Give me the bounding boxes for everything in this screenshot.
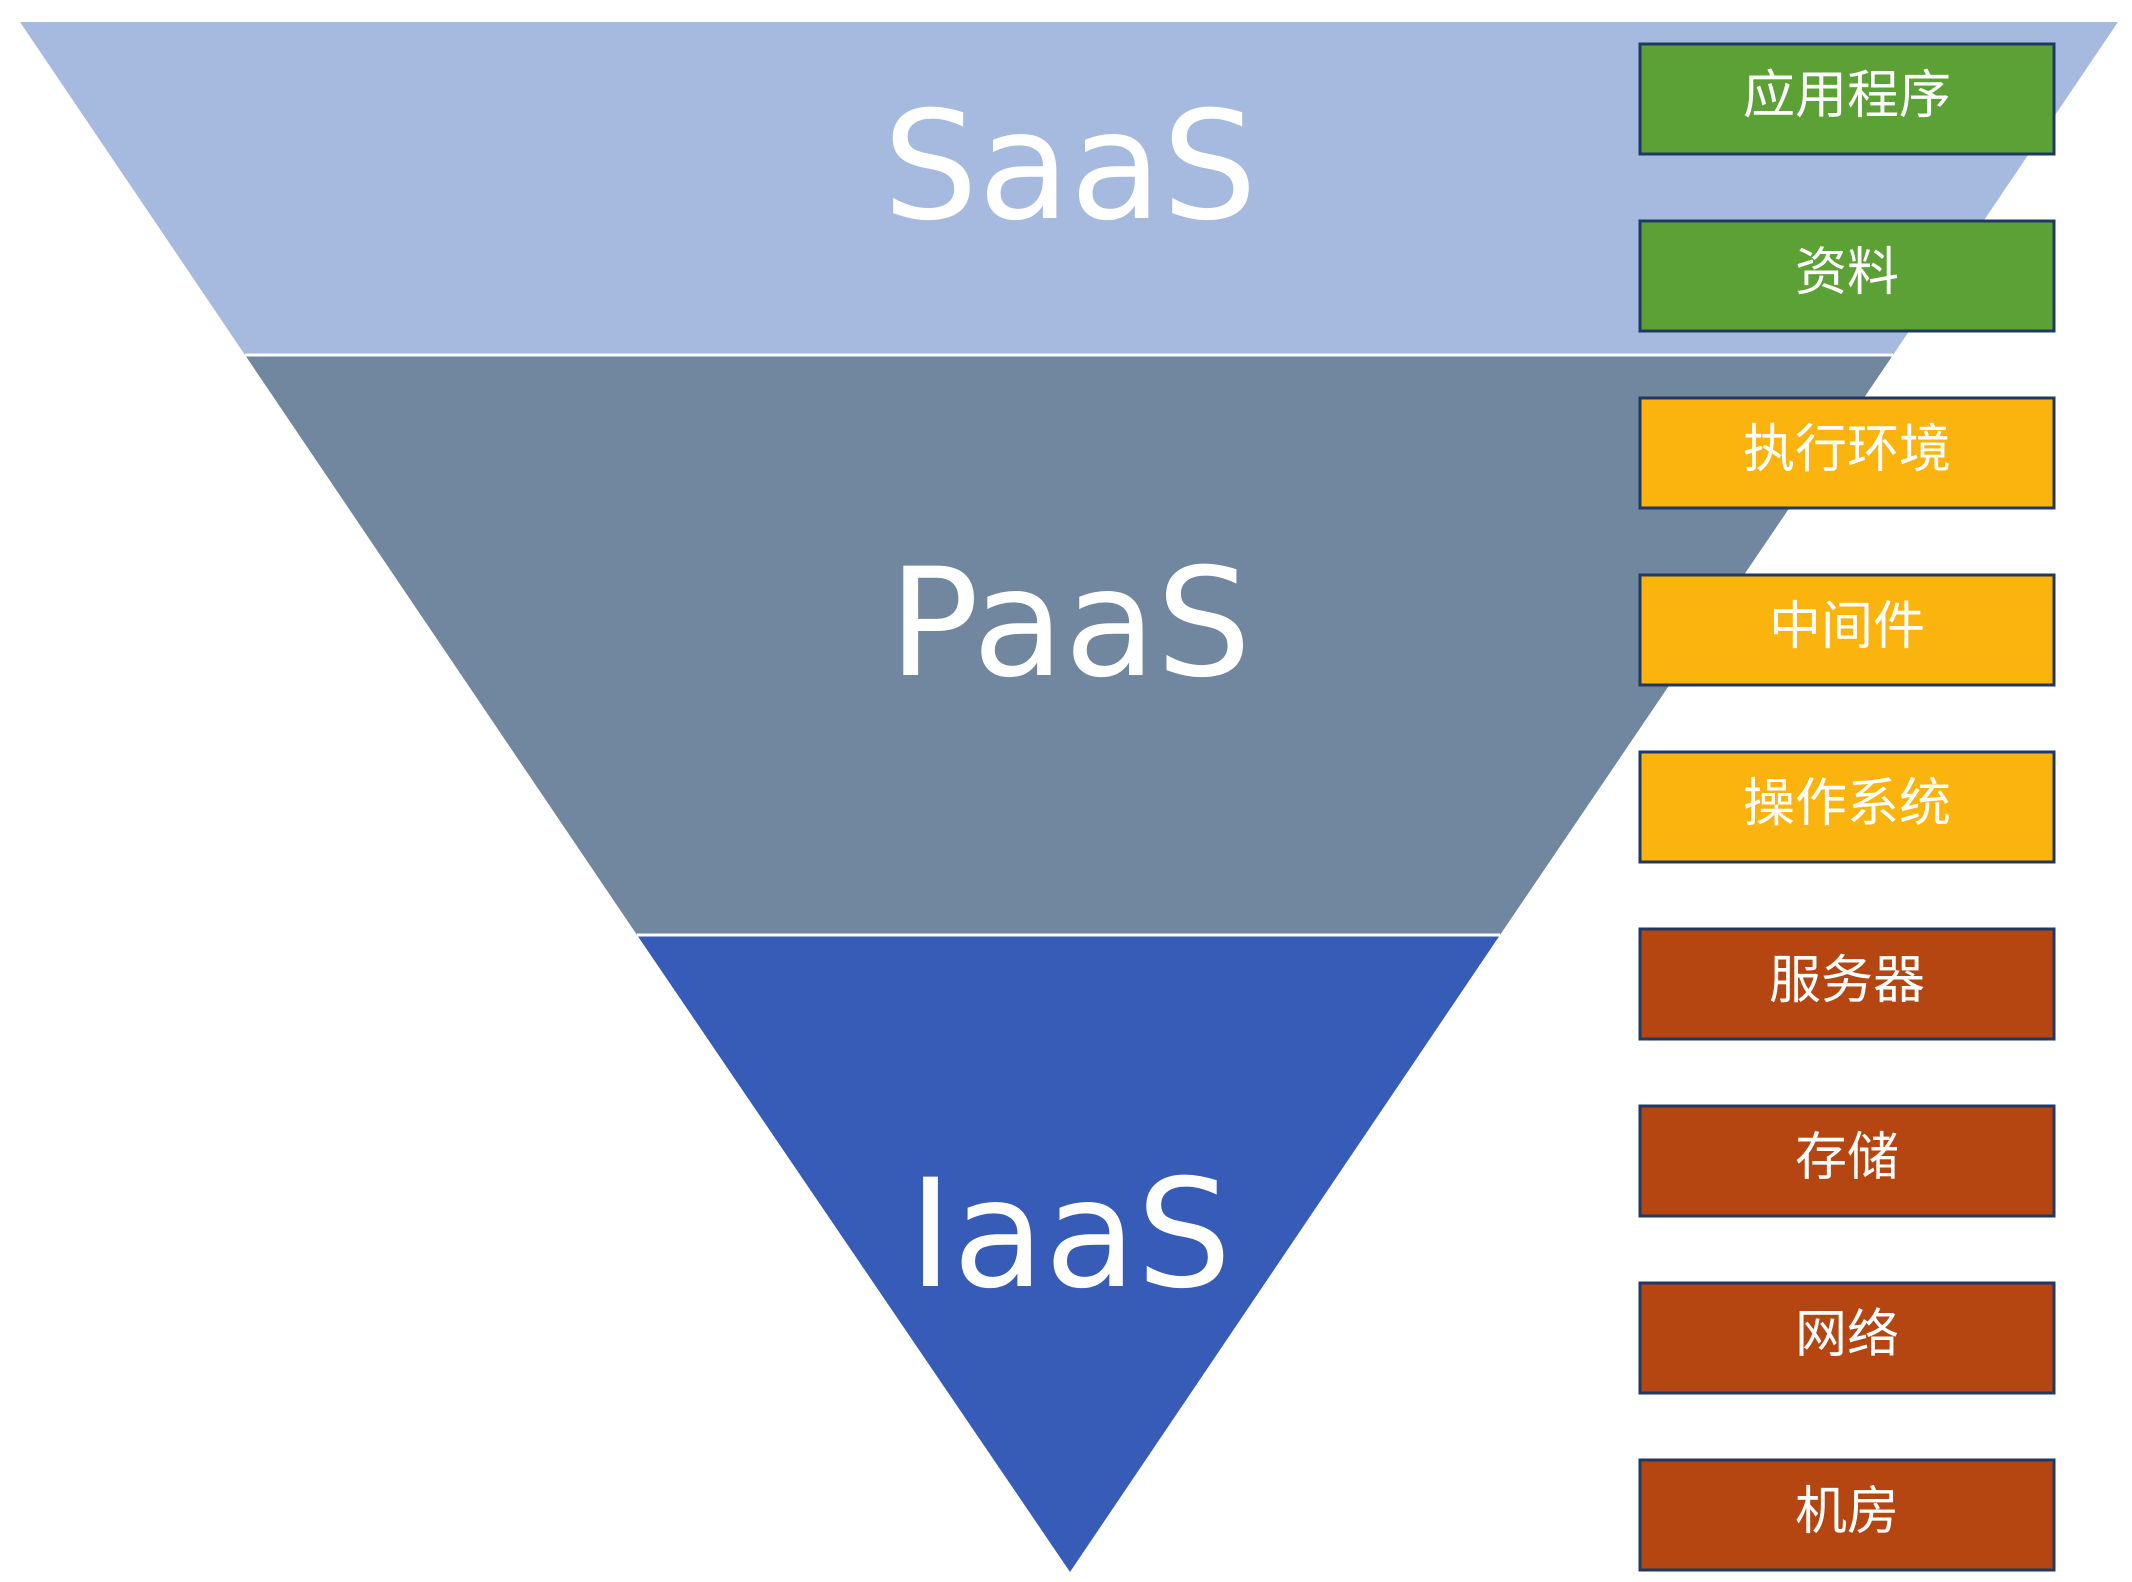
stack-box-label: 资料 [1795, 243, 1899, 303]
stack-box-label: 操作系统 [1743, 774, 1951, 834]
saas-layer [20, 22, 2118, 355]
stack-box-label: 机房 [1795, 1482, 1899, 1542]
stack-box-label: 中间件 [1769, 597, 1925, 657]
stack-box-rect [1638, 1458, 2056, 1572]
saas-label: SaaS [883, 80, 1257, 254]
stack-box: 存储 [1638, 1104, 2056, 1218]
stack-box-label: 服务器 [1769, 951, 1925, 1011]
stack-box-rect [1638, 396, 2056, 510]
stack-box-rect [1638, 573, 2056, 687]
stack-box: 操作系统 [1638, 750, 2056, 864]
stack-box: 中间件 [1638, 573, 2056, 687]
stack-box-label: 网络 [1795, 1305, 1899, 1365]
stack-box-rect [1638, 1104, 2056, 1218]
paas-layer [245, 355, 1893, 935]
stack-box: 应用程序 [1638, 42, 2056, 156]
stack-box-label: 执行环境 [1743, 420, 1951, 480]
stack-box-label: 应用程序 [1743, 66, 1951, 126]
iaas-layer [637, 935, 1500, 1572]
stack-box: 资料 [1638, 219, 2056, 333]
stack-box-rect [1638, 750, 2056, 864]
paas-label: PaaS [889, 537, 1252, 711]
stack-box: 服务器 [1638, 927, 2056, 1041]
stack-box: 机房 [1638, 1458, 2056, 1572]
iaas-label: IaaS [908, 1148, 1231, 1322]
stack-box: 执行环境 [1638, 396, 2056, 510]
stack-box-label: 存储 [1795, 1128, 1899, 1188]
stack-box-rect [1638, 42, 2056, 156]
stack-box: 网络 [1638, 1281, 2056, 1395]
stack-box-rect [1638, 219, 2056, 333]
stack-box-rect [1638, 1281, 2056, 1395]
stack-box-rect [1638, 927, 2056, 1041]
